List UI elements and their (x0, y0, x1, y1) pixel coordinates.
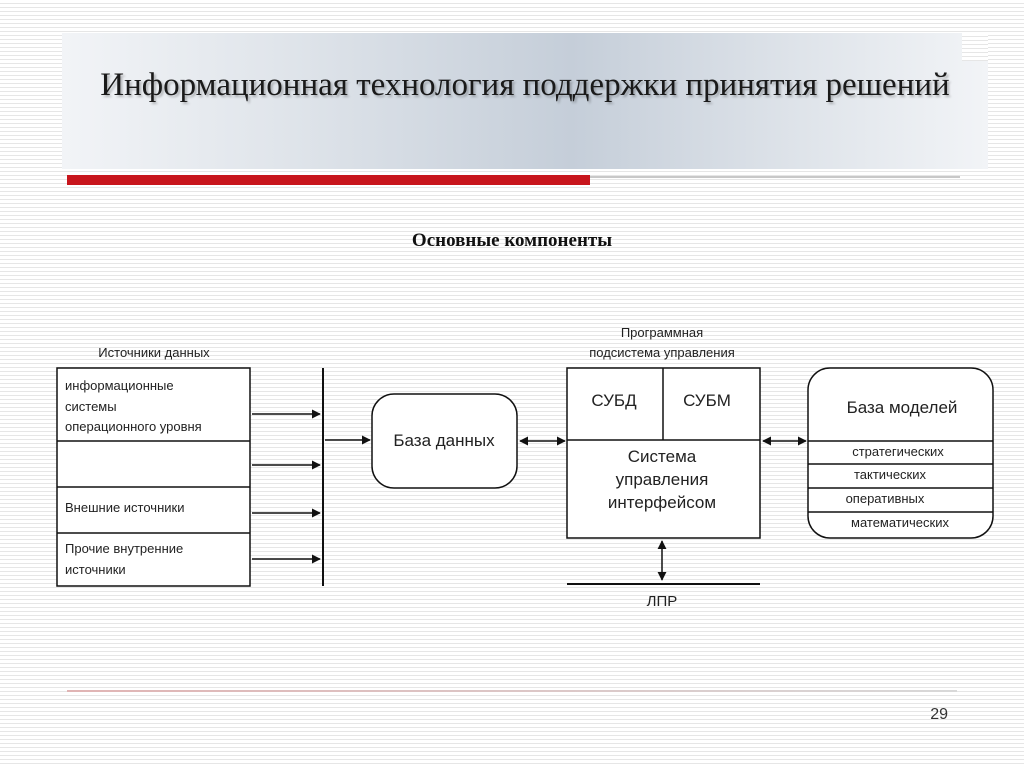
sources-label: Источники данных (98, 345, 210, 360)
model-item-tactical: тактических (854, 467, 927, 482)
interface-label-line1: Система (628, 447, 697, 466)
decision-maker-label: ЛПР (647, 593, 678, 610)
database-label: База данных (393, 431, 495, 450)
source-item-4-line1: Прочие внутренние (65, 541, 183, 556)
model-item-strategic: стратегических (852, 444, 944, 459)
source-item-3: Внешние источники (65, 500, 184, 515)
source-item-1-line2: системы (65, 399, 117, 414)
accent-bar (67, 175, 590, 185)
interface-label-line2: управления (616, 470, 709, 489)
model-item-mathematical: математических (851, 515, 949, 530)
footer-rule (67, 690, 957, 692)
dbms-label: СУБД (591, 391, 637, 410)
interface-label-line3: интерфейсом (608, 493, 716, 512)
source-item-1-line3: операционного уровня (65, 419, 202, 434)
sources-box (56, 367, 251, 587)
title-band (62, 33, 988, 169)
slide-subtitle: Основные компоненты (411, 230, 613, 251)
page-number: 29 (930, 706, 948, 723)
title-notch (962, 33, 988, 61)
mbms-label: СУБМ (683, 391, 731, 410)
subsystem-label-line2: подсистема управления (589, 345, 735, 360)
subsystem-label-line1: Программная (621, 325, 703, 340)
source-item-1-line1: информационные (65, 378, 174, 393)
model-base-title: База моделей (847, 398, 958, 417)
model-base-box (807, 367, 994, 539)
subsystem-box (566, 367, 761, 539)
slide-title: Информационная технология поддержки прин… (100, 67, 950, 103)
source-item-4-line2: источники (65, 562, 126, 577)
database-box (371, 393, 518, 489)
model-item-operational: оперативных (846, 491, 925, 506)
header-rule (590, 176, 960, 178)
